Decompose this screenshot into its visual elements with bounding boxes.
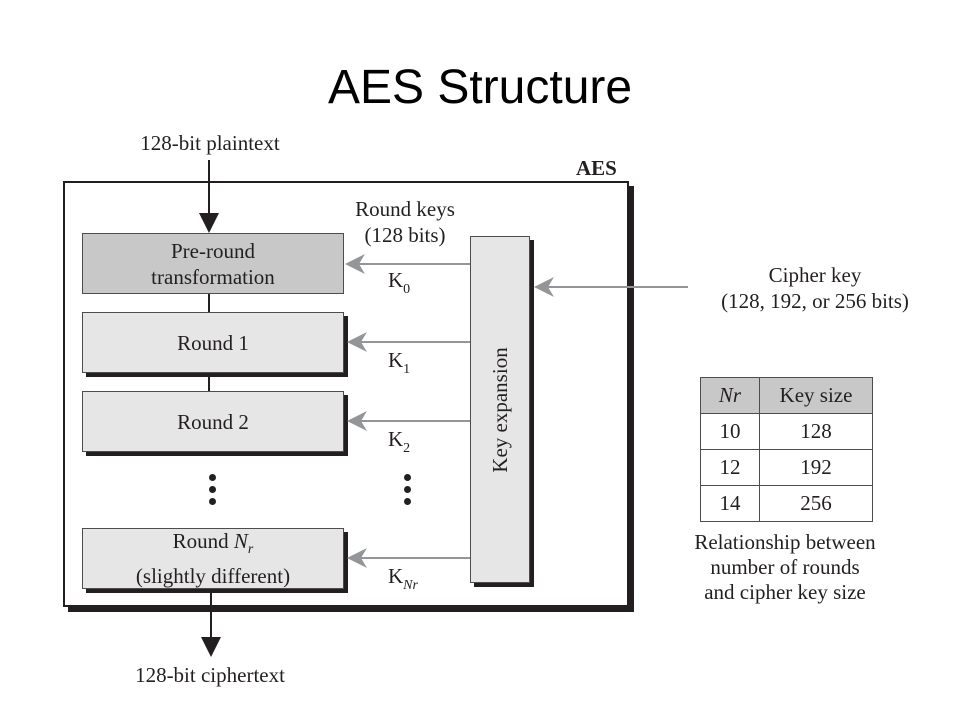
key-label-k0: K0 (388, 268, 410, 298)
table-row: 14 256 (700, 485, 873, 522)
key-label-k2: K2 (388, 427, 410, 457)
pre-round-line1: Pre-round (171, 238, 255, 263)
key-sub: 1 (403, 362, 411, 377)
table-cell: 12 (700, 449, 760, 486)
connector-line (208, 374, 210, 392)
key-base: K (388, 348, 404, 372)
table-cell: 128 (759, 413, 873, 450)
table-cell: 256 (759, 485, 873, 522)
round-nr-box: Round Nr (slightly different) (82, 528, 344, 589)
round-nr-line2: (slightly different) (135, 564, 291, 588)
key-base: K (388, 427, 404, 451)
round-1-box: Round 1 (82, 312, 344, 373)
round-nr-line1: Round Nr (173, 528, 254, 563)
round-nr-sub: r (247, 542, 254, 557)
aes-frame-label: AES (576, 156, 617, 180)
key-label-knr: KNr (388, 564, 418, 594)
plaintext-label: 128-bit plaintext (140, 131, 280, 155)
key-base: K (388, 268, 404, 292)
cipher-key-line1: Cipher key (768, 263, 862, 287)
table-cell: 10 (700, 413, 760, 450)
table-cell: 192 (759, 449, 873, 486)
key-sub: 2 (403, 441, 411, 456)
round-2-box: Round 2 (82, 391, 344, 452)
round-1-label: Round 1 (177, 330, 249, 355)
round-keys-line1: Round keys (355, 197, 455, 221)
table-caption-line3: and cipher key size (704, 580, 866, 604)
pre-round-line2: transformation (151, 264, 275, 289)
table-header-nr: Nr (700, 377, 760, 414)
rounds-keysize-table: Nr Key size 10 128 12 192 14 256 (700, 377, 873, 522)
round-nr-var: N (233, 529, 248, 553)
key-sub: Nr (403, 578, 418, 593)
table-cell: 14 (700, 485, 760, 522)
key-expansion-box: Key expansion (470, 236, 530, 583)
ellipsis-rounds-icon (209, 474, 216, 510)
table-header-row: Nr Key size (700, 377, 873, 414)
table-row: 12 192 (700, 449, 873, 486)
key-base: K (388, 564, 404, 588)
key-label-k1: K1 (388, 348, 410, 378)
key-sub: 0 (403, 282, 411, 297)
table-caption-line2: number of rounds (710, 555, 860, 579)
round-nr-prefix: Round (172, 529, 234, 553)
round-keys-line2: (128 bits) (364, 223, 446, 247)
ellipsis-keys-icon (404, 474, 411, 510)
cipher-key-label: Cipher key (128, 192, or 256 bits) (690, 262, 940, 314)
table-header-keysize: Key size (759, 377, 873, 414)
round-2-label: Round 2 (177, 409, 249, 434)
round-keys-label: Round keys (128 bits) (330, 196, 480, 248)
table-row: 10 128 (700, 413, 873, 450)
ciphertext-label: 128-bit ciphertext (135, 663, 285, 687)
connector-line (208, 293, 210, 313)
pre-round-box: Pre-round transformation (82, 233, 344, 294)
table-caption-line1: Relationship between (694, 530, 876, 554)
slide-title: AES Structure (327, 61, 633, 114)
cipher-key-line2: (128, 192, or 256 bits) (721, 289, 909, 313)
table-caption: Relationship between number of rounds an… (670, 530, 900, 605)
